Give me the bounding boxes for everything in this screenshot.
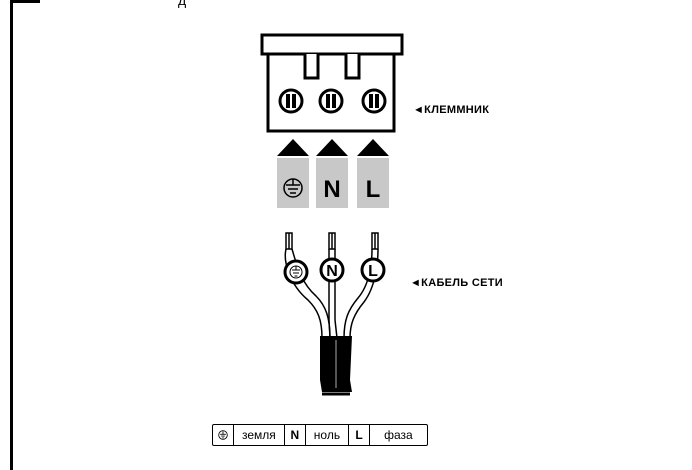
terminal-block-label: ◄КЛЕММНИК	[413, 104, 490, 116]
terminal-letter-neutral: N	[323, 176, 340, 203]
frame-top-border	[10, 0, 40, 3]
cable-letter-neutral: N	[326, 263, 338, 280]
wire-legend: земля N ноль L фаза	[212, 424, 428, 446]
cable-letter-phase: L	[368, 263, 378, 280]
legend-earth-icon	[218, 430, 228, 440]
terminal-block	[260, 33, 404, 133]
earth-symbol-icon	[283, 178, 303, 198]
legend-phase-symbol: L	[349, 425, 371, 445]
terminal-screw-earth	[278, 88, 304, 114]
legend-earth-symbol	[213, 425, 234, 445]
legend-earth-label: земля	[234, 425, 285, 445]
cable-marker-neutral: N	[319, 257, 345, 283]
clipped-top-text: д	[178, 0, 187, 8]
terminal-screw-phase	[361, 88, 387, 114]
legend-phase-label: фаза	[384, 428, 413, 442]
arrow-up-earth	[277, 139, 309, 156]
legend-neutral-label: ноль	[306, 425, 350, 445]
terminal-top-bar	[260, 33, 404, 56]
cable-marker-phase: L	[360, 257, 386, 283]
arrow-up-phase	[357, 139, 389, 156]
legend-neutral-symbol: N	[285, 425, 306, 445]
gray-box-phase	[357, 158, 389, 208]
arrow-up-neutral	[316, 139, 348, 156]
frame-left-border	[10, 0, 13, 470]
terminal-screw-neutral	[318, 88, 344, 114]
terminal-letter-phase: L	[366, 176, 381, 203]
mains-cable-label: ◄КАБЕЛЬ СЕТИ	[410, 277, 503, 289]
wire-tips	[285, 232, 379, 250]
gray-box-neutral	[316, 158, 348, 208]
cable-marker-earth	[283, 259, 309, 285]
cable-sheath	[320, 336, 352, 396]
